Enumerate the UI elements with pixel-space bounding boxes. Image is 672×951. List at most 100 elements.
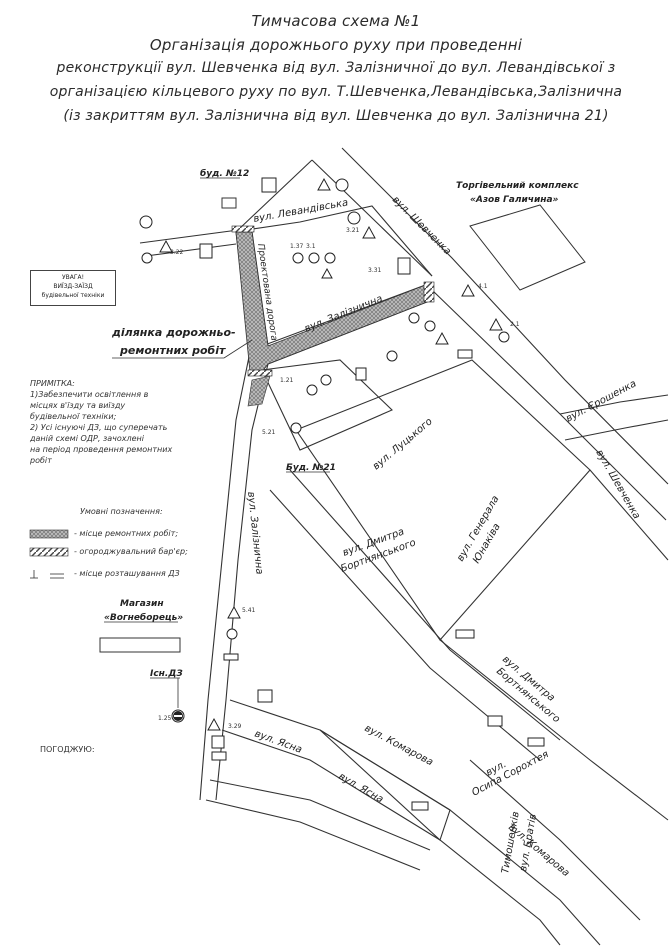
notes-item-2c: на період проведення ремонтних bbox=[30, 445, 173, 454]
street-yasna: вул. Ясна bbox=[253, 728, 303, 755]
street-oseredok-2: Осипа Сорохтея bbox=[470, 749, 550, 799]
warning-sign-icon bbox=[159, 239, 173, 253]
label-trade-center-name: «Азов Галичина» bbox=[470, 195, 559, 205]
legend-item-barrier: - огороджувальний бар'єр; bbox=[74, 547, 188, 556]
street-shevchenka-2: вул. Шевченка bbox=[593, 448, 642, 521]
prohibition-sign-icon bbox=[320, 374, 332, 386]
sign-code: 3.1 bbox=[306, 243, 316, 250]
warning-sign-icon bbox=[489, 317, 503, 331]
info-sign-icon bbox=[455, 629, 475, 639]
prohibition-sign-icon bbox=[290, 422, 302, 434]
label-building-12: буд. №12 bbox=[200, 168, 249, 179]
warning-line-1: УВАГА! bbox=[61, 274, 85, 281]
prohibition-sign-icon bbox=[324, 252, 336, 264]
prohibition-sign-icon bbox=[347, 211, 361, 225]
info-sign-icon bbox=[411, 801, 429, 811]
street-yasna-2: вул. Ясна bbox=[337, 771, 386, 805]
notes-header: ПРИМІТКА: bbox=[30, 379, 75, 388]
agreed-label: ПОГОДЖУЮ: bbox=[40, 745, 95, 754]
barrier-top bbox=[231, 225, 255, 233]
sign-code: 1.25 bbox=[158, 715, 172, 722]
road-signs bbox=[139, 177, 545, 811]
warning-sign-icon bbox=[321, 267, 333, 279]
info-sign-icon bbox=[199, 243, 213, 259]
prohibition-sign-icon bbox=[308, 252, 320, 264]
road-network bbox=[139, 147, 669, 946]
warning-line-3: будівельної техніки bbox=[41, 292, 105, 299]
notes-item-2b: даній схемі ОДР, зачохлені bbox=[30, 434, 144, 443]
roadwork-label-2: ремонтних робіт bbox=[119, 344, 226, 357]
notes-item-1a: 1)Забезпечити освітлення в bbox=[30, 390, 149, 399]
label-building-21: Буд. №21 bbox=[286, 463, 336, 473]
title-line-2: Організація дорожнього руху при проведен… bbox=[149, 36, 523, 54]
notes-item-2a: 2) Усі існуючі ДЗ, що суперечать bbox=[30, 423, 168, 432]
title-line-5: (із закриттям вул. Залізнична від вул. Ш… bbox=[63, 108, 609, 124]
title-line-4: організацією кільцевого руху по вул. Т.Ш… bbox=[49, 84, 623, 100]
building-trade-center bbox=[469, 204, 586, 291]
label-shop-name: «Вогнеборець» bbox=[104, 612, 183, 623]
street-shevchenka: вул. Шевченка bbox=[390, 194, 453, 257]
street-levandivska: вул. Левандівська bbox=[252, 196, 349, 224]
prohibition-sign-icon bbox=[306, 384, 318, 396]
notes-item-1c: будівельної техніки; bbox=[30, 412, 117, 421]
label-trade-center: Торгівельний комплекс bbox=[456, 180, 579, 191]
legend-barrier-swatch bbox=[29, 547, 69, 557]
sign-code: 1.37 bbox=[290, 243, 304, 250]
prohibition-sign-icon bbox=[292, 252, 304, 264]
info-sign-icon bbox=[457, 349, 473, 359]
info-sign-icon bbox=[527, 737, 545, 747]
info-sign-icon bbox=[355, 367, 367, 381]
warning-box: УВАГА! ВИЇЗД-ЗАЇЗД будівельної техніки bbox=[30, 270, 116, 306]
info-sign-icon bbox=[397, 257, 411, 275]
prohibition-sign-icon bbox=[226, 628, 238, 640]
roadwork-label-1: ділянка дорожньо- bbox=[111, 326, 236, 339]
prohibition-sign-icon bbox=[141, 252, 153, 264]
label-existing-sign: Існ.ДЗ bbox=[150, 669, 183, 679]
sign-code: 5.41 bbox=[242, 607, 256, 614]
shevchenka-edge-inner bbox=[431, 289, 667, 521]
building-12 bbox=[221, 197, 237, 209]
sign-code: 1.21 bbox=[280, 377, 294, 384]
title-line-1: Тимчасова схема №1 bbox=[251, 12, 421, 30]
no-entry-sign-icon bbox=[139, 215, 153, 229]
sign-code: 3.31 bbox=[368, 267, 382, 274]
info-sign-icon bbox=[211, 751, 227, 761]
prohibition-sign-icon bbox=[424, 320, 436, 332]
info-sign-icon bbox=[223, 653, 239, 661]
street-komarova: вул. Комарова bbox=[363, 723, 435, 768]
street-lutskoho: вул. Луцького bbox=[371, 416, 435, 472]
legend-item-sign: - місце розташування ДЗ bbox=[74, 569, 180, 578]
sign-code: 3.29 bbox=[228, 723, 242, 730]
warning-sign-icon bbox=[317, 177, 331, 191]
sign-code-labels: 3.22 3.21 1.37 3.1 3.31 4.1 2.1 1.21 5.2… bbox=[158, 227, 520, 730]
legend-item-works: - місце ремонтних робіт; bbox=[74, 529, 179, 538]
barrier-right bbox=[423, 281, 435, 303]
notes-block: ПРИМІТКА: 1)Забезпечити освітлення в міс… bbox=[30, 378, 210, 466]
warning-line-2: ВИЇЗД-ЗАЇЗД bbox=[53, 283, 93, 290]
shevchenka-edge-outer bbox=[341, 147, 669, 485]
legend-sign-location-icon bbox=[30, 570, 64, 579]
prohibition-sign-icon bbox=[335, 178, 349, 192]
prohibition-sign-icon bbox=[386, 350, 398, 362]
warning-sign-icon bbox=[461, 283, 475, 297]
building-shop bbox=[99, 637, 181, 653]
street-labels: вул. Левандівська вул. Шевченка вул. Зал… bbox=[245, 194, 642, 879]
title-line-3: реконструкції вул. Шевченка від вул. Зал… bbox=[56, 60, 616, 76]
label-shop: Магазин bbox=[120, 599, 164, 609]
info-sign-icon bbox=[211, 735, 225, 749]
info-sign-icon bbox=[257, 689, 273, 703]
street-zaliznychna-2: вул. Залізнична bbox=[245, 491, 266, 575]
notes-item-2d: робіт bbox=[30, 456, 52, 465]
warning-sign-icon bbox=[435, 331, 449, 345]
info-sign-icon bbox=[261, 177, 277, 193]
warning-sign-icon bbox=[207, 717, 221, 731]
legend-works-swatch bbox=[29, 529, 69, 539]
sign-code: 3.21 bbox=[346, 227, 360, 234]
warning-sign-icon bbox=[362, 225, 376, 239]
warning-sign-icon bbox=[227, 605, 241, 619]
sign-code: 2.1 bbox=[510, 321, 520, 328]
sign-code: 3.22 bbox=[170, 249, 184, 256]
prohibition-sign-icon bbox=[408, 312, 420, 324]
barrier-bottom bbox=[247, 369, 273, 377]
